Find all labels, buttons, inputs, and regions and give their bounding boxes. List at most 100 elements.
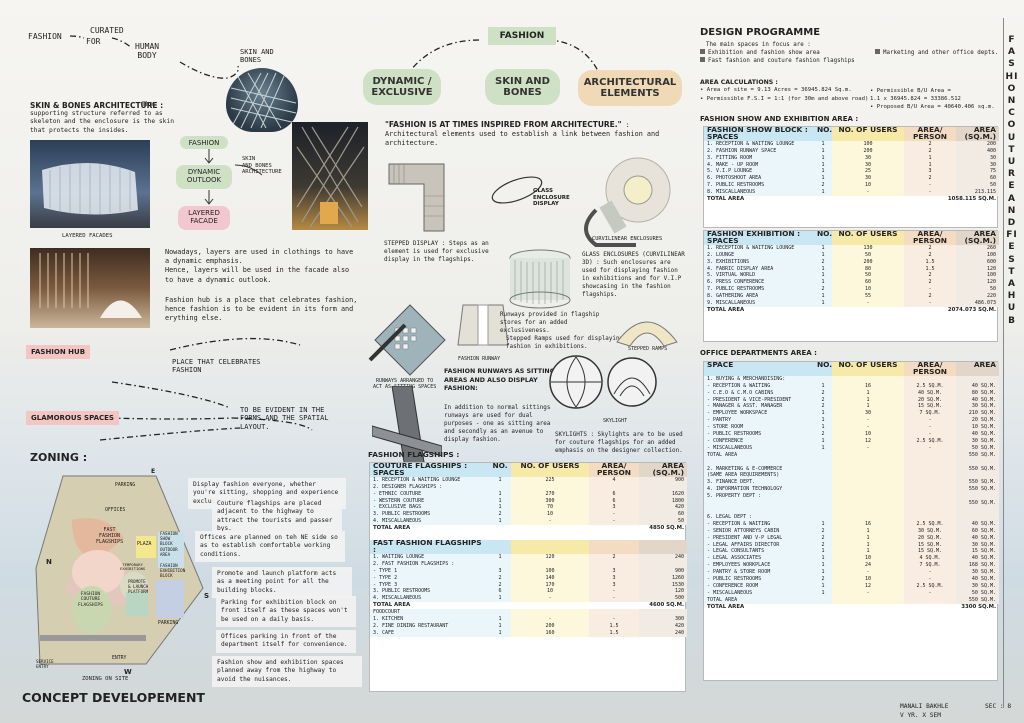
table-cell: 6. PRESS CONFERENCE [704,279,814,287]
table-cell: 1 [489,490,511,498]
table-cell: - [904,424,956,432]
table-row: 1. BUYING & MERCHANDISING: [704,375,999,383]
table-cell: - [589,511,639,519]
table-cell: - [511,616,589,623]
table-cell: 10 [511,511,589,519]
table-cell: - TYPE 2 [370,574,489,582]
table-cell: 213.115 [956,189,999,197]
table-cell [814,472,832,480]
table-cell: 1 [814,410,832,418]
table-cell: 30 [956,154,999,162]
table-cell: - WESTERN COUTURE [370,497,489,505]
table-cell: 30 [832,154,904,162]
table-cell: 55 [832,293,904,301]
table-cell: - [832,569,904,577]
calc-fsi-text: Permissible F.S.I = 1:1 (for 30m and abo… [706,96,869,102]
table-cell [814,465,832,473]
table-cell: - C.E.O & C.M.O CABINS [704,389,814,397]
table-cell: 200 [832,258,904,266]
table-cell: 550 SQ.M. [956,486,999,494]
concept-human-body: HUMAN BODY [135,42,160,60]
table-cell: - LEGAL AFFAIRS DIRECTOR [704,541,814,549]
total-label: TOTAL AREA [707,306,745,313]
table-cell [904,472,956,480]
table-cell: 1. RECEPTION & WAITING LOUNGE [704,140,814,148]
quote-explanation: : Architectural elements used to establi… [385,121,660,148]
table-cell: 4. MISCALLANEOUS [370,595,489,603]
skin-bones-caption: SKIN AND BONES ARCHITECTURE [242,156,282,176]
table-cell: 1 [832,403,904,411]
calc-site-text: Area of site = 9.13 Acres = 36945.824 Sq… [706,87,852,93]
table-cell: 2 [814,389,832,397]
legend-marketing-label: Marketing and other office depts. [883,50,999,56]
table-cell: FAST FASHION FLAGSHIPS : [370,540,489,554]
table-cell: 1 [489,629,511,637]
table-cell: 1 [814,154,832,162]
table-cell [904,458,956,466]
table-cell: 1.5 [589,629,639,637]
table-cell: 1. KITCHEN [370,616,489,623]
table-header: FAST FASHION FLAGSHIPS : [370,540,687,554]
table-cell: 15 SQ.M. [904,403,956,411]
compass-e: E [151,468,156,475]
table-cell: AREA/ PERSON [904,127,956,141]
table-cell: 2 [904,140,956,148]
table-cell: 550 SQ.M. [956,596,999,604]
table-cell: - [589,518,639,526]
table-cell: - [589,595,639,603]
table-cell: 50 [956,182,999,190]
table-cell: AREA (SQ.M.) [639,463,687,477]
table-cell: 1.5 [589,622,639,630]
table-cell: 2. FASHION RUNWAY SPACE [704,147,814,155]
table-cell: - [832,424,904,432]
zone-parking-bottom: PARKING [158,621,179,626]
legend-exhibition-label: Exhibition and fashion show area [708,50,820,56]
table-cell: 50 [956,286,999,294]
table-row: 2. DESIGNER FLAGSHIPS : [370,483,687,491]
table-cell: 1530 [639,581,687,589]
table-cell: 60 [639,511,687,519]
table-cell [832,479,904,487]
table-cell: 30 [956,161,999,169]
table-cell: 140 [511,574,589,582]
table-cell [814,486,832,494]
table-cell: 1 [814,424,832,432]
zone-fast-fashion: FAST FASHION FLAGSHIPS [96,527,124,545]
table-cell: 7. PUBLIC RESTROOMS [704,182,814,190]
zoning-note-couture: Couture flagships are placed adjacent to… [212,497,342,537]
table-cell: 1 [904,161,956,169]
skin-bones-text: The supporting structure referred to as … [30,101,175,134]
layered-facades-caption: LAYERED FACADES [62,233,113,239]
table-cell: 10 SQ.M. [956,424,999,432]
table-cell [814,458,832,466]
table-cell [904,493,956,501]
table-cell: 1 [832,396,904,404]
table-cell: 200 [956,140,999,148]
table-cell [904,451,956,459]
table-cell: 220 [956,293,999,301]
flow-fashion: FASHION [180,136,228,149]
quote-headline: "FASHION IS AT TIMES INSPIRED FROM ARCHI… [385,120,622,129]
table-cell: - [904,417,956,425]
table-cell: 12 [832,582,904,590]
concept-skin-bones-word: SKIN AND BONES [240,48,274,65]
table-cell [589,609,639,617]
table-cell: 1 [814,548,832,556]
table-cell: 3 [904,168,956,176]
layered-facade-photo-1 [30,140,150,228]
table-cell: 1.5 [904,265,956,273]
table-cell: 1 [904,154,956,162]
table-cell: 2 [904,147,956,155]
total-value: 2074.073 SQ.M. [947,306,996,313]
table-cell: 1. RECEPTION & WAITING LOUNGE [704,244,814,252]
table-cell: 2 [814,286,832,294]
table-cell: NO. OF USERS [511,463,589,477]
